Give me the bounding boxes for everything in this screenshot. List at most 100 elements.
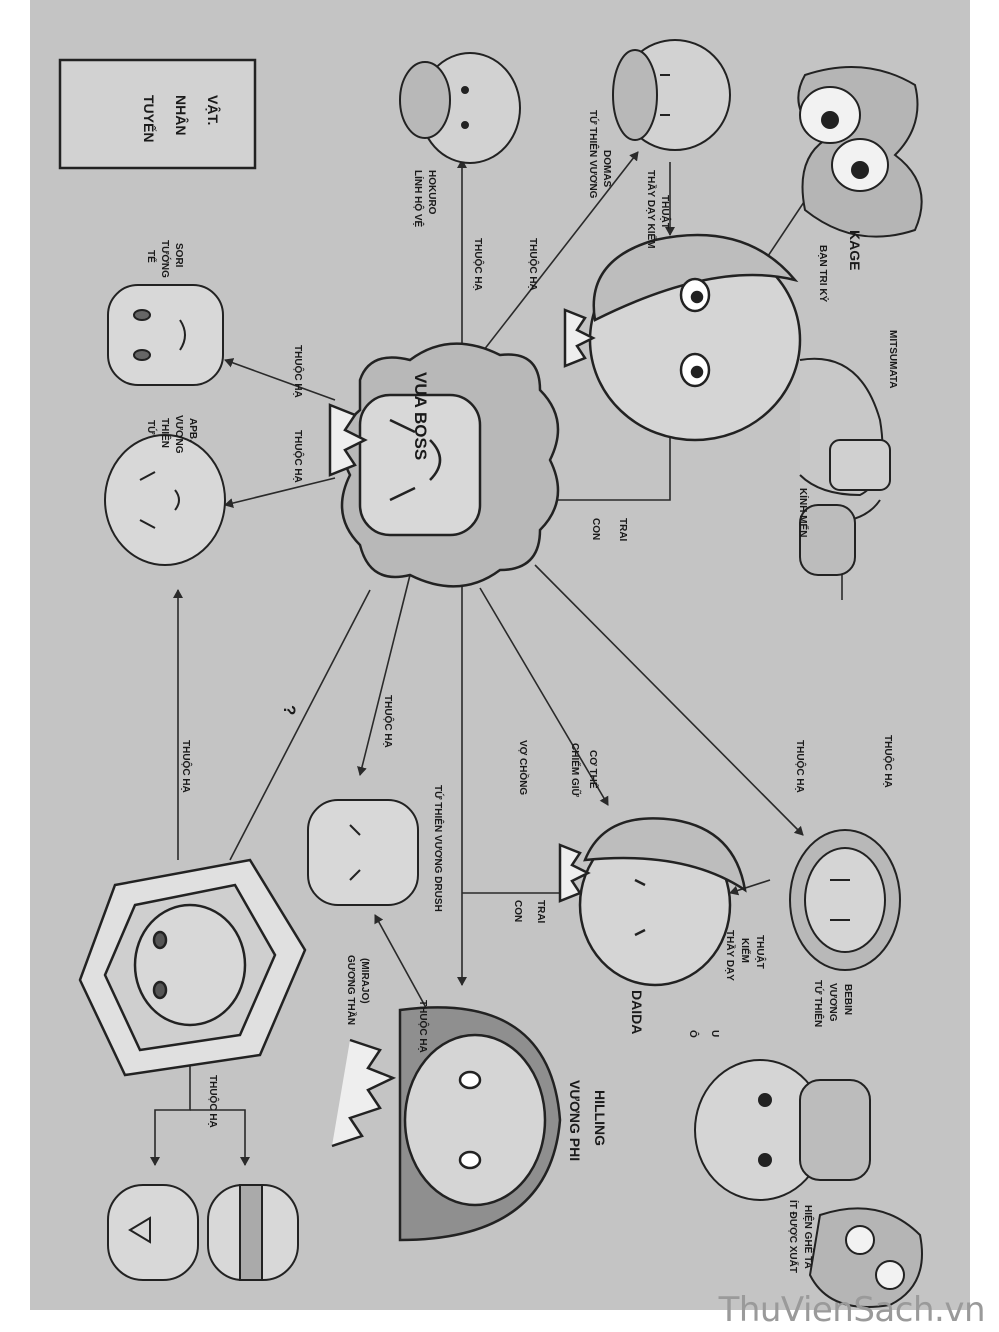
- svg-text:HIỆN GHÊ TA: HIỆN GHÊ TA: [802, 1205, 815, 1269]
- svg-text:TỂ: TỂ: [145, 250, 158, 263]
- svg-text:GƯƠNG THẦN: GƯƠNG THẦN: [345, 955, 358, 1025]
- diagram-page: TUYẾN NHÂN VẬT.: [30, 0, 970, 1310]
- svg-text:VƯƠNG: VƯƠNG: [827, 983, 838, 1022]
- edge-mirror-minion-1: [150, 1060, 191, 1166]
- rel-thuoc-ha-bebin: THUỘC HẠ: [794, 740, 807, 793]
- te-tuong-face: [107, 284, 224, 386]
- label-mitsumata: MITSUMATA: [887, 330, 898, 389]
- vua-boss-face: [328, 342, 560, 588]
- edge-bebin-daida: [729, 879, 771, 896]
- rel-thuoc-ha-mirror: THUỘC HẠ: [180, 740, 193, 793]
- rel-vo-chong: VỢ CHỒNG: [517, 740, 530, 795]
- title-box: TUYẾN NHÂN VẬT.: [58, 58, 257, 170]
- svg-text:SORI: SORI: [173, 243, 184, 268]
- bebin-face: [789, 829, 901, 971]
- rel-thuoc-ha-drush: THUỘC HẠ: [382, 695, 395, 748]
- edge-queen-drush: [374, 914, 431, 1016]
- svg-text:THUẬT: THUẬT: [754, 935, 767, 969]
- drush-face: [307, 799, 419, 906]
- rel-thuoc-ha-queen: THUỘC HẠ: [417, 1000, 430, 1053]
- edge-boss-tetuong: [224, 358, 336, 401]
- svg-text:THẦY DẠY: THẦY DẠY: [724, 930, 737, 981]
- rel-thuoc-ha-tetuong: THUỘC HẠ: [292, 345, 305, 398]
- label-linh-ho-ve: LÍNH HỘ VỆ HOKURO: [412, 170, 437, 228]
- apb-face: [104, 434, 226, 566]
- label-ou: Ô U: [687, 1030, 720, 1038]
- svg-text:TƯỚNG: TƯỚNG: [159, 240, 172, 278]
- rel-kinh-men: KÍNH MẾN: [797, 488, 810, 537]
- svg-text:U: U: [709, 1030, 720, 1037]
- minion-1: [107, 1184, 199, 1281]
- svg-text:CON: CON: [512, 900, 523, 922]
- svg-text:THẦY DẠY KIẾM: THẦY DẠY KIẾM: [645, 170, 658, 249]
- svg-text:THUẬT: THUẬT: [659, 195, 672, 229]
- svg-text:ÍT ĐƯỢC XUẤT: ÍT ĐƯỢC XUẤT: [787, 1200, 800, 1273]
- small-creature: [808, 1207, 923, 1308]
- svg-text:APB.: APB.: [187, 418, 198, 442]
- connectors: [150, 151, 847, 1166]
- character-relationship-diagram: TUYẾN NHÂN VẬT.: [58, 39, 923, 1308]
- linh-ho-ve-face: [399, 52, 521, 164]
- svg-text:TỨ THIÊN VƯƠNG: TỨ THIÊN VƯƠNG: [587, 110, 600, 199]
- svg-text:VƯƠNG: VƯƠNG: [173, 415, 184, 454]
- edge-boss-daida: [479, 587, 609, 806]
- edge-boss-apb: [224, 477, 336, 508]
- svg-text:BEBIN: BEBIN: [842, 984, 853, 1015]
- svg-text:TỨ THIÊN: TỨ THIÊN: [812, 980, 825, 1027]
- domas-face: [612, 39, 731, 151]
- title-line-1: TUYẾN: [141, 95, 157, 142]
- edge-boss-drush: [357, 574, 411, 776]
- svg-text:TRAI: TRAI: [535, 900, 546, 924]
- svg-text:(MIRAJO): (MIRAJO): [359, 958, 370, 1004]
- watermark: ThuVienSach.vn: [718, 1290, 986, 1330]
- label-vuong-phi: VƯƠNG PHI HILLING: [567, 1080, 608, 1161]
- svg-text:DOMAS: DOMAS: [601, 150, 612, 188]
- edge-boss-prince-son: [525, 414, 675, 501]
- svg-text:CƠ THỂ: CƠ THỂ: [587, 750, 600, 789]
- label-daida: DAIDA: [629, 990, 645, 1034]
- label-te-tuong: TỂ TƯỚNG SORI: [145, 240, 184, 278]
- rel-thay-day-kiem-b: THẦY DẠY KIẾM THUẬT: [724, 930, 767, 981]
- svg-text:Ô: Ô: [687, 1030, 700, 1038]
- edge-mirror-minion-2: [190, 1109, 250, 1166]
- rel-thuoc-ha-linhhove: THUỘC HẠ: [472, 238, 485, 291]
- minion-2: [207, 1184, 299, 1281]
- rel-con-trai-daida: CON TRAI: [512, 900, 546, 924]
- svg-text:CON: CON: [590, 518, 601, 540]
- label-guong-than: GƯƠNG THẦN (MIRAJO): [345, 955, 370, 1025]
- kage-creature: [797, 66, 923, 238]
- rel-thay-day-kiem: THẦY DẠY KIẾM THUẬT: [645, 170, 672, 249]
- rel-thuoc-ha-apb: THUỘC HẠ: [292, 430, 305, 483]
- label-vua-boss: VUA BOSS: [411, 372, 430, 460]
- label-bebin: TỨ THIÊN VƯƠNG BEBIN: [812, 980, 853, 1027]
- svg-text:VƯƠNG PHI: VƯƠNG PHI: [567, 1080, 583, 1161]
- label-apb: TỨ THIÊN VƯƠNG APB.: [145, 415, 198, 454]
- label-kage: KAGE: [847, 230, 863, 270]
- svg-text:KIẾM: KIẾM: [739, 938, 752, 963]
- svg-text:TRAI: TRAI: [617, 518, 628, 542]
- label-it-duoc-xuat: ÍT ĐƯỢC XUẤT HIỆN GHÊ TA: [787, 1200, 815, 1273]
- rel-thuoc-ha-domas: THUỘC HẠ: [527, 238, 540, 291]
- svg-text:TỨ: TỨ: [145, 420, 158, 435]
- edge-boss-bebin: [534, 564, 804, 836]
- prince-face: [563, 233, 802, 442]
- mirror-hexagon: [78, 858, 307, 1077]
- rel-thuoc-ha-minions: THUỘC HẠ: [207, 1075, 220, 1128]
- rel-question: ?: [280, 705, 299, 715]
- small-boy-figure: [694, 1059, 871, 1201]
- title-line-3: VẬT.: [205, 95, 222, 125]
- label-drush: TỨ THIÊN VƯƠNG DRUSH: [432, 785, 445, 912]
- daida-face: [558, 817, 747, 987]
- svg-text:HOKURO: HOKURO: [426, 170, 437, 215]
- rel-thuoc-ha-mitsumata: THUỘC HẠ: [882, 735, 895, 788]
- svg-text:LÍNH HỘ VỆ: LÍNH HỘ VỆ: [412, 170, 425, 228]
- svg-text:THIÊN: THIÊN: [159, 418, 172, 448]
- svg-text:CHIẾM GIỮ: CHIẾM GIỮ: [569, 743, 582, 798]
- svg-text:HILLING: HILLING: [592, 1090, 608, 1146]
- rel-chiem-giu: CHIẾM GIỮ CƠ THỂ: [569, 743, 600, 798]
- mitsumata-creature: [799, 357, 891, 576]
- edge-boss-mirror: [229, 589, 371, 861]
- rel-ban-tri-ky: BẠN TRI KỶ: [817, 245, 830, 303]
- edge-boss-domas: [479, 151, 639, 356]
- label-domas: TỨ THIÊN VƯƠNG DOMAS: [587, 110, 612, 199]
